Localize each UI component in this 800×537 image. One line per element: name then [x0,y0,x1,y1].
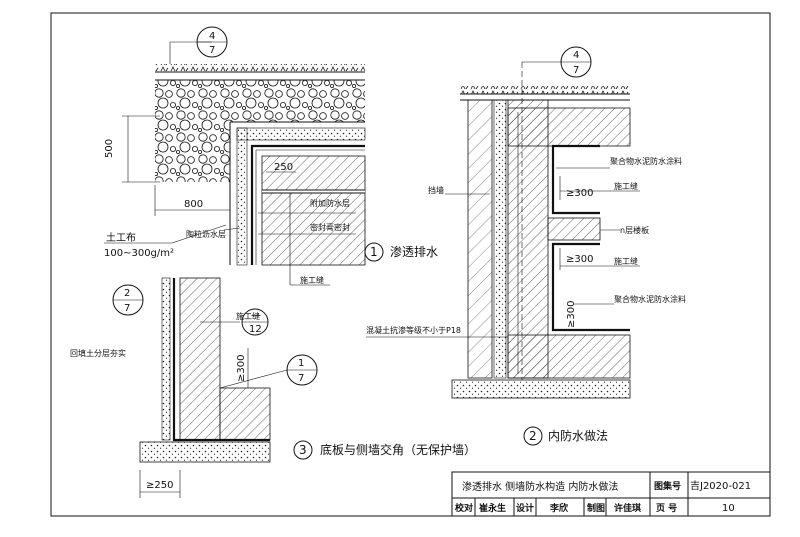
svg-text:崔永生: 崔永生 [478,502,506,514]
svg-text:≥300: ≥300 [566,254,593,265]
svg-text:制图: 制图 [587,502,605,514]
title-block: 渗透排水 侧墙防水构造 内防水做法 图集号 吉J2020-021 校对 崔永生 … [451,471,771,517]
label-joint-d3: 施工缝 [236,311,260,321]
svg-text:7: 7 [209,45,215,56]
dim-500: 500 [104,139,115,158]
svg-text:≥300: ≥300 [236,355,247,382]
svg-text:12: 12 [249,324,262,335]
detail-2-drawing: 挡墙 聚合物水泥防水涂料 施工缝 ≥300 n层楼板 施工缝 ≥300 聚合物水… [366,46,686,399]
title-block-title: 渗透排水 侧墙防水构造 内防水做法 [462,480,618,493]
detail-1-caption: 1 渗透排水 [364,242,438,262]
svg-text:≥300: ≥300 [566,188,593,199]
svg-text:≥300: ≥300 [566,301,577,328]
dim-250-d3: ≥250 [146,480,173,491]
svg-text:页 号: 页 号 [656,503,677,514]
svg-text:渗透排水: 渗透排水 [390,244,438,259]
svg-text:校对: 校对 [455,502,473,514]
svg-text:7: 7 [573,65,579,76]
dim-250-d1: 250 [274,162,293,173]
label-extra-layer: 附加防水层 [310,198,350,208]
soil-surface [155,64,365,72]
detail-3-drawing: 施工缝 ≥300 回填土分层夯实 ≥250 2 7 — 12 1 7 [70,277,318,498]
svg-text:7: 7 [298,373,304,384]
label-joint-d2a: 施工缝 [614,181,638,191]
svg-text:1: 1 [298,358,304,369]
svg-text:1: 1 [370,245,378,259]
svg-text:底板与侧墙交角（无保护墙）: 底板与侧墙交角（无保护墙） [320,442,476,457]
label-retaining-wall: 挡墙 [428,185,444,195]
svg-text:10: 10 [722,503,735,514]
sheet-frame [50,12,771,517]
detail-3-caption: 3 底板与侧墙交角（无保护墙） [293,440,476,460]
label-joint-d1: 施工缝 [300,275,324,285]
svg-text:4: 4 [209,31,215,42]
label-polymer-bottom: 聚合物水泥防水涂料 [614,294,686,304]
label-geotextile-spec: 100~300g/m² [104,248,174,259]
label-ceramsite: 陶粒沥水层 [186,229,226,239]
label-concrete-grade: 混凝土抗渗等级不小于P18 [366,325,461,335]
svg-text:2: 2 [529,429,537,443]
svg-text:2: 2 [124,288,130,299]
svg-text:吉J2020-021: 吉J2020-021 [690,480,751,492]
svg-text:许佳琪: 许佳琪 [614,502,641,514]
detail-1-drawing: 250 500 800 土工布 100~300g/m² 陶粒沥水层 附加防水层 … [104,26,366,286]
detail-2-caption: 2 内防水做法 [523,426,608,446]
svg-text:4: 4 [573,50,579,61]
label-sealant: 密封膏密封 [310,222,350,232]
svg-text:—: — [251,310,261,321]
label-backfill: 回填土分层夯实 [70,348,126,358]
svg-text:设计: 设计 [516,502,534,514]
label-polymer-top: 聚合物水泥防水涂料 [610,156,682,166]
svg-text:李欣: 李欣 [549,502,569,514]
svg-text:7: 7 [124,303,130,314]
label-n-floor: n层楼板 [620,225,649,235]
dim-800: 800 [184,199,203,210]
svg-text:图集号: 图集号 [654,480,681,492]
label-joint-d2b: 施工缝 [614,256,638,266]
svg-text:3: 3 [299,443,307,457]
label-geotextile: 土工布 [106,231,136,244]
svg-text:内防水做法: 内防水做法 [548,428,608,443]
